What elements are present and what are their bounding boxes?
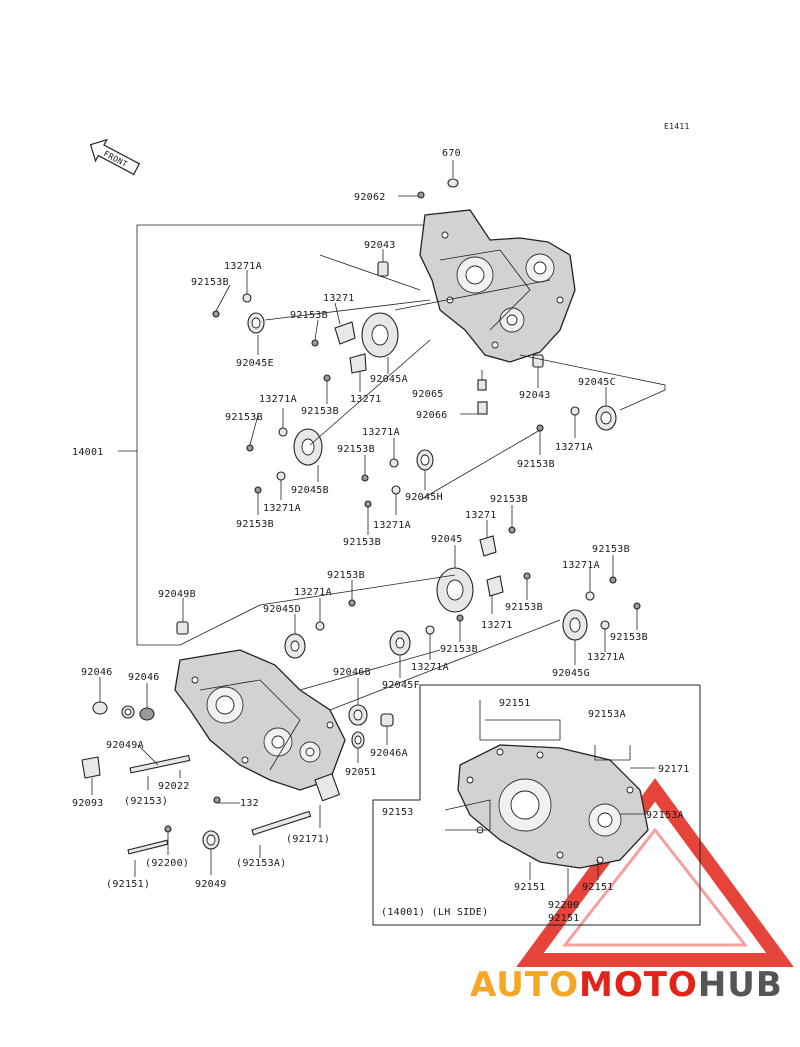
callout-label: 92062 <box>354 192 386 203</box>
callout-label: 92066 <box>416 410 448 421</box>
callout-label: 92045D <box>263 604 301 615</box>
parts-upper <box>212 178 617 508</box>
watermark-logo: AUTOMOTOHUB <box>470 965 783 1005</box>
front-arrow-icon: FRONT <box>89 138 141 176</box>
bracket-14001 <box>136 224 430 646</box>
callout-label: 13271A <box>263 503 301 514</box>
callout-label: 14001 <box>72 447 104 458</box>
callout-label: 92153B <box>301 406 339 417</box>
callout-label: 92043 <box>364 240 396 251</box>
callout-label: 13271 <box>350 394 382 405</box>
callout-label: 92153B <box>191 277 229 288</box>
callout-label: 92045E <box>236 358 274 369</box>
callout-label: 92153A <box>588 709 626 720</box>
crankcase-right-half <box>419 209 576 363</box>
callout-label: 13271A <box>362 427 400 438</box>
callout-label: 92049B <box>158 589 196 600</box>
callout-label: 92045G <box>552 668 590 679</box>
callout-label: (92153) <box>124 796 168 807</box>
callout-label: 92043 <box>519 390 551 401</box>
callout-label: (92153A) <box>236 858 287 869</box>
leader-lines <box>91 160 666 897</box>
callout-label: 92171 <box>658 764 690 775</box>
callout-label: 92153B <box>337 444 375 455</box>
callout-label: 92153B <box>327 570 365 581</box>
callout-label: 92065 <box>412 389 444 400</box>
callout-label: 92045A <box>370 374 408 385</box>
callout-label: 13271A <box>411 662 449 673</box>
lh-side-inset <box>372 684 701 926</box>
svg-text:AUTOMOTOHUB: AUTOMOTOHUB <box>470 965 783 1005</box>
callout-label: 92022 <box>158 781 190 792</box>
callout-label: 92045B <box>291 485 329 496</box>
callout-label: 92153B <box>236 519 274 530</box>
callout-labels: 670 92062 92043 13271A 92153B 13271 9215… <box>72 148 690 924</box>
callout-label: 13271A <box>294 587 332 598</box>
callout-label: 92151 <box>499 698 531 709</box>
callout-label: 13271 <box>481 620 513 631</box>
callout-label: 92153B <box>225 412 263 423</box>
callout-label: 13271A <box>259 394 297 405</box>
callout-label: 92046 <box>128 672 160 683</box>
callout-label: 13271A <box>587 652 625 663</box>
callout-label: 13271A <box>224 261 262 272</box>
callout-label: 92153B <box>517 459 555 470</box>
callout-label: 92046B <box>333 667 371 678</box>
diagram-code: E1411 <box>664 122 690 131</box>
watermark-part1: AUTO <box>470 965 579 1005</box>
callout-label: 92046A <box>370 748 408 759</box>
callout-label: 92153B <box>592 544 630 555</box>
callout-label: 92151 <box>514 882 546 893</box>
callout-label: 92045F <box>382 680 420 691</box>
callout-label: 13271A <box>562 560 600 571</box>
callout-label: 92046 <box>81 667 113 678</box>
callout-label: 92045C <box>578 377 616 388</box>
callout-label: 92093 <box>72 798 104 809</box>
callout-label: 13271A <box>555 442 593 453</box>
callout-label: 92153B <box>505 602 543 613</box>
callout-label: 670 <box>442 148 461 159</box>
callout-label: 13271A <box>373 520 411 531</box>
callout-label: 92049A <box>106 740 144 751</box>
callout-label: 92153B <box>343 537 381 548</box>
callout-label: (92151) <box>106 879 150 890</box>
callout-label: 92151 <box>548 913 580 924</box>
callout-label: 92200 <box>548 900 580 911</box>
callout-label: 13271 <box>323 293 355 304</box>
callout-label: 92153B <box>290 310 328 321</box>
callout-label: 92051 <box>345 767 377 778</box>
callout-label: 92153A <box>646 810 684 821</box>
callout-label: 92153B <box>490 494 528 505</box>
callout-label: (92171) <box>286 834 330 845</box>
callout-label: 132 <box>240 798 259 809</box>
parts-middle <box>176 526 641 749</box>
callout-label: 92153 <box>382 807 414 818</box>
watermark-part2: MOTO <box>579 965 698 1005</box>
callout-label: 92153B <box>440 644 478 655</box>
callout-label: 92151 <box>582 882 614 893</box>
callout-label: (92200) <box>145 858 189 869</box>
callout-label: 92045 <box>431 534 463 545</box>
side-label: (14001) (LH SIDE) <box>381 907 488 918</box>
callout-label: 13271 <box>465 510 497 521</box>
callout-label: 92049 <box>195 879 227 890</box>
callout-label: 92153B <box>610 632 648 643</box>
callout-label: 92045H <box>405 492 443 503</box>
watermark-part3: HUB <box>698 965 783 1005</box>
crankcase-left-half <box>81 649 346 855</box>
